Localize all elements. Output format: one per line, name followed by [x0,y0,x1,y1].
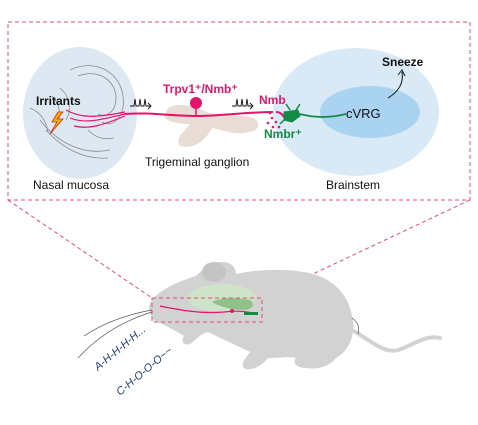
zoom-box [151,297,263,323]
trigeminal-ganglion-label: Trigeminal ganglion [145,155,249,169]
cvrg-region [320,86,420,138]
nmbr-neuron [279,103,347,125]
inset-box [7,21,471,201]
nmb-label: Nmb [259,93,286,107]
nmb-peptide-dots [266,111,281,129]
trpv1-nmb-label: Trpv1⁺/Nmb⁺ [163,82,238,96]
action-potential-spikes-2 [232,98,254,110]
irritants-label: Irritants [36,94,81,108]
nasal-mucosa-label: Nasal mucosa [33,178,109,192]
brainstem-label: Brainstem [326,178,380,192]
mouse-silhouette [77,262,442,370]
nerve-fiber [124,111,277,118]
cvrg-label: cVRG [346,106,381,121]
zoom-line-left [7,199,153,299]
trigeminal-ganglion-shape [164,105,259,147]
nmbr-label: Nmbr⁺ [264,127,302,141]
sneeze-sound-1: A-H-H-H-H... [91,324,148,374]
action-potential-spikes-1 [130,98,152,110]
trpv1-neuron-soma [190,97,202,109]
sneeze-label: Sneeze [382,55,424,69]
sneeze-arrow [387,71,403,99]
irritant-bolt-icon [49,111,64,135]
nasal-mucosa [23,47,137,179]
